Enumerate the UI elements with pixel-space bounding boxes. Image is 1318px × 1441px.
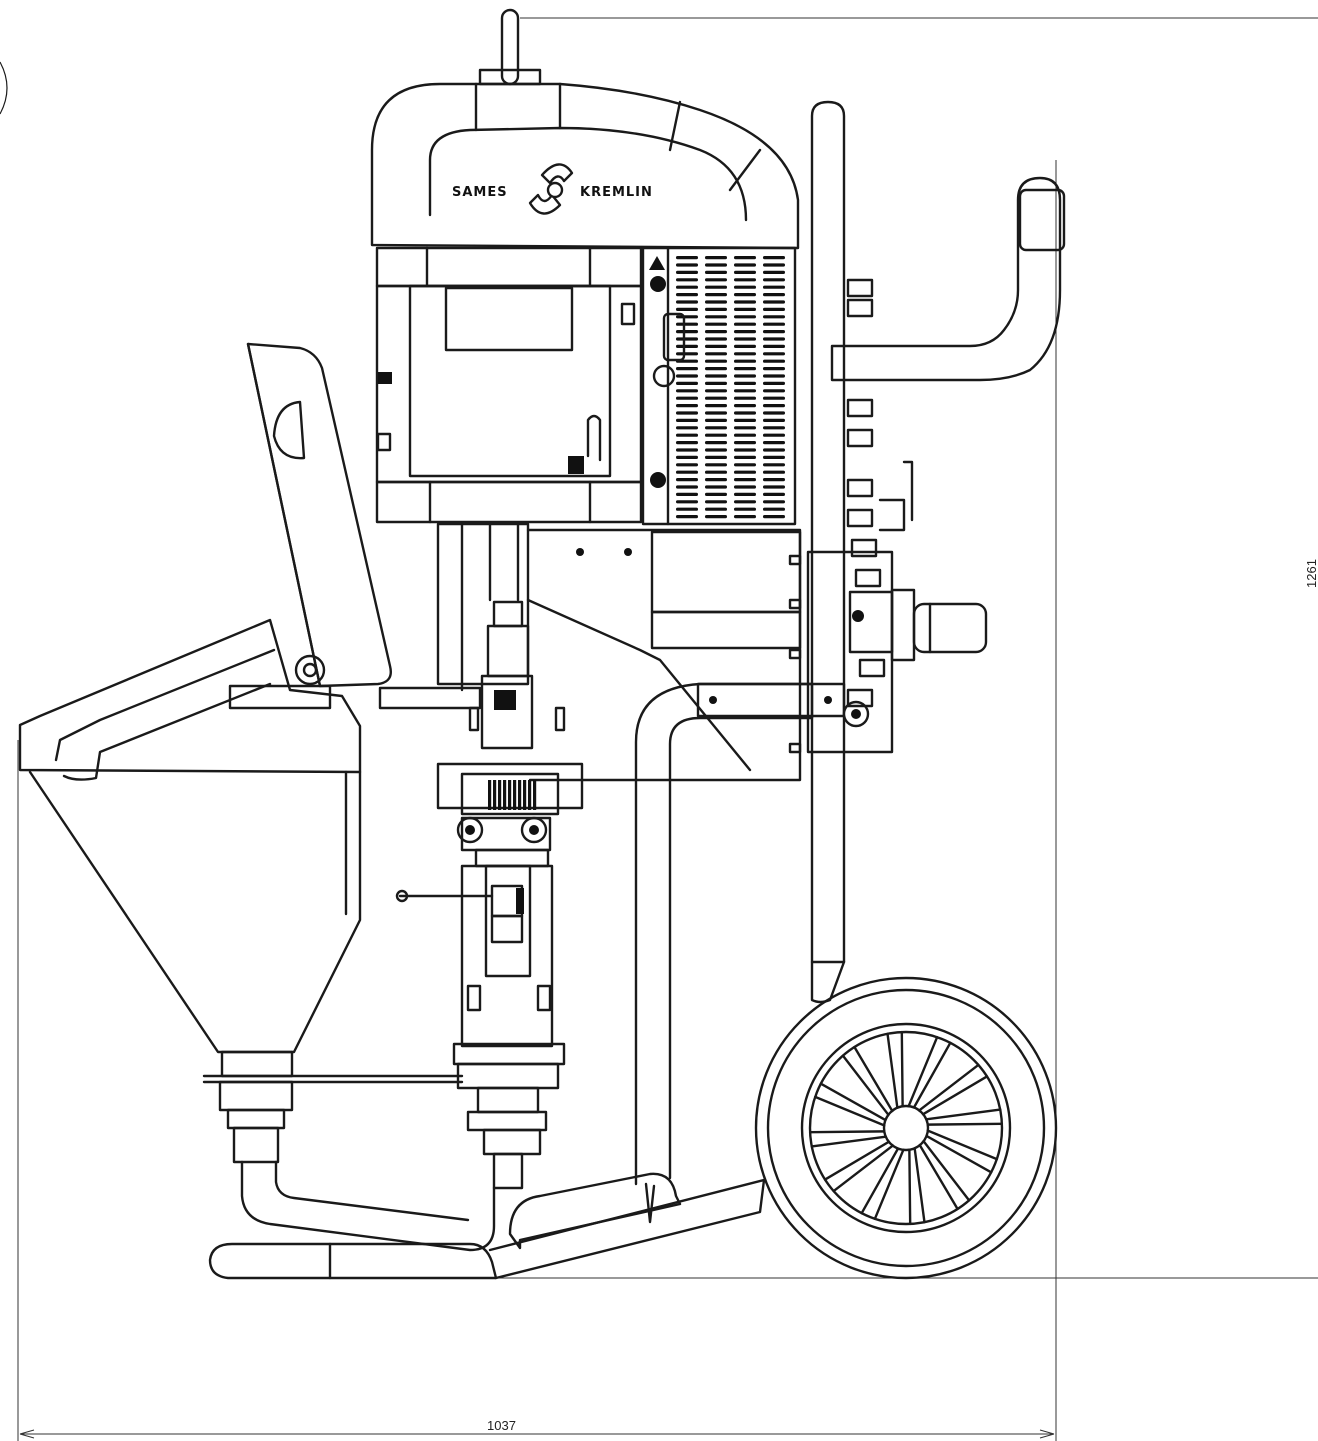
hopper: [18, 342, 496, 1252]
pump-lower: [378, 674, 584, 1190]
wheel: [754, 976, 1058, 1280]
width-dimension-label: 1037: [487, 1418, 516, 1433]
pump-mid-structure: [436, 522, 802, 782]
cooling-fins: [641, 246, 797, 526]
brand-left-text: SAMES: [452, 185, 508, 200]
brand-right-text: KREMLIN: [580, 185, 653, 200]
dimension-lines: [0, 17, 1318, 1441]
frame: [208, 100, 1066, 1280]
motor-housing: [375, 246, 643, 524]
motor-hood: [370, 8, 800, 250]
height-dimension-label: 1261: [1304, 559, 1318, 588]
valve-assembly: [788, 278, 988, 754]
